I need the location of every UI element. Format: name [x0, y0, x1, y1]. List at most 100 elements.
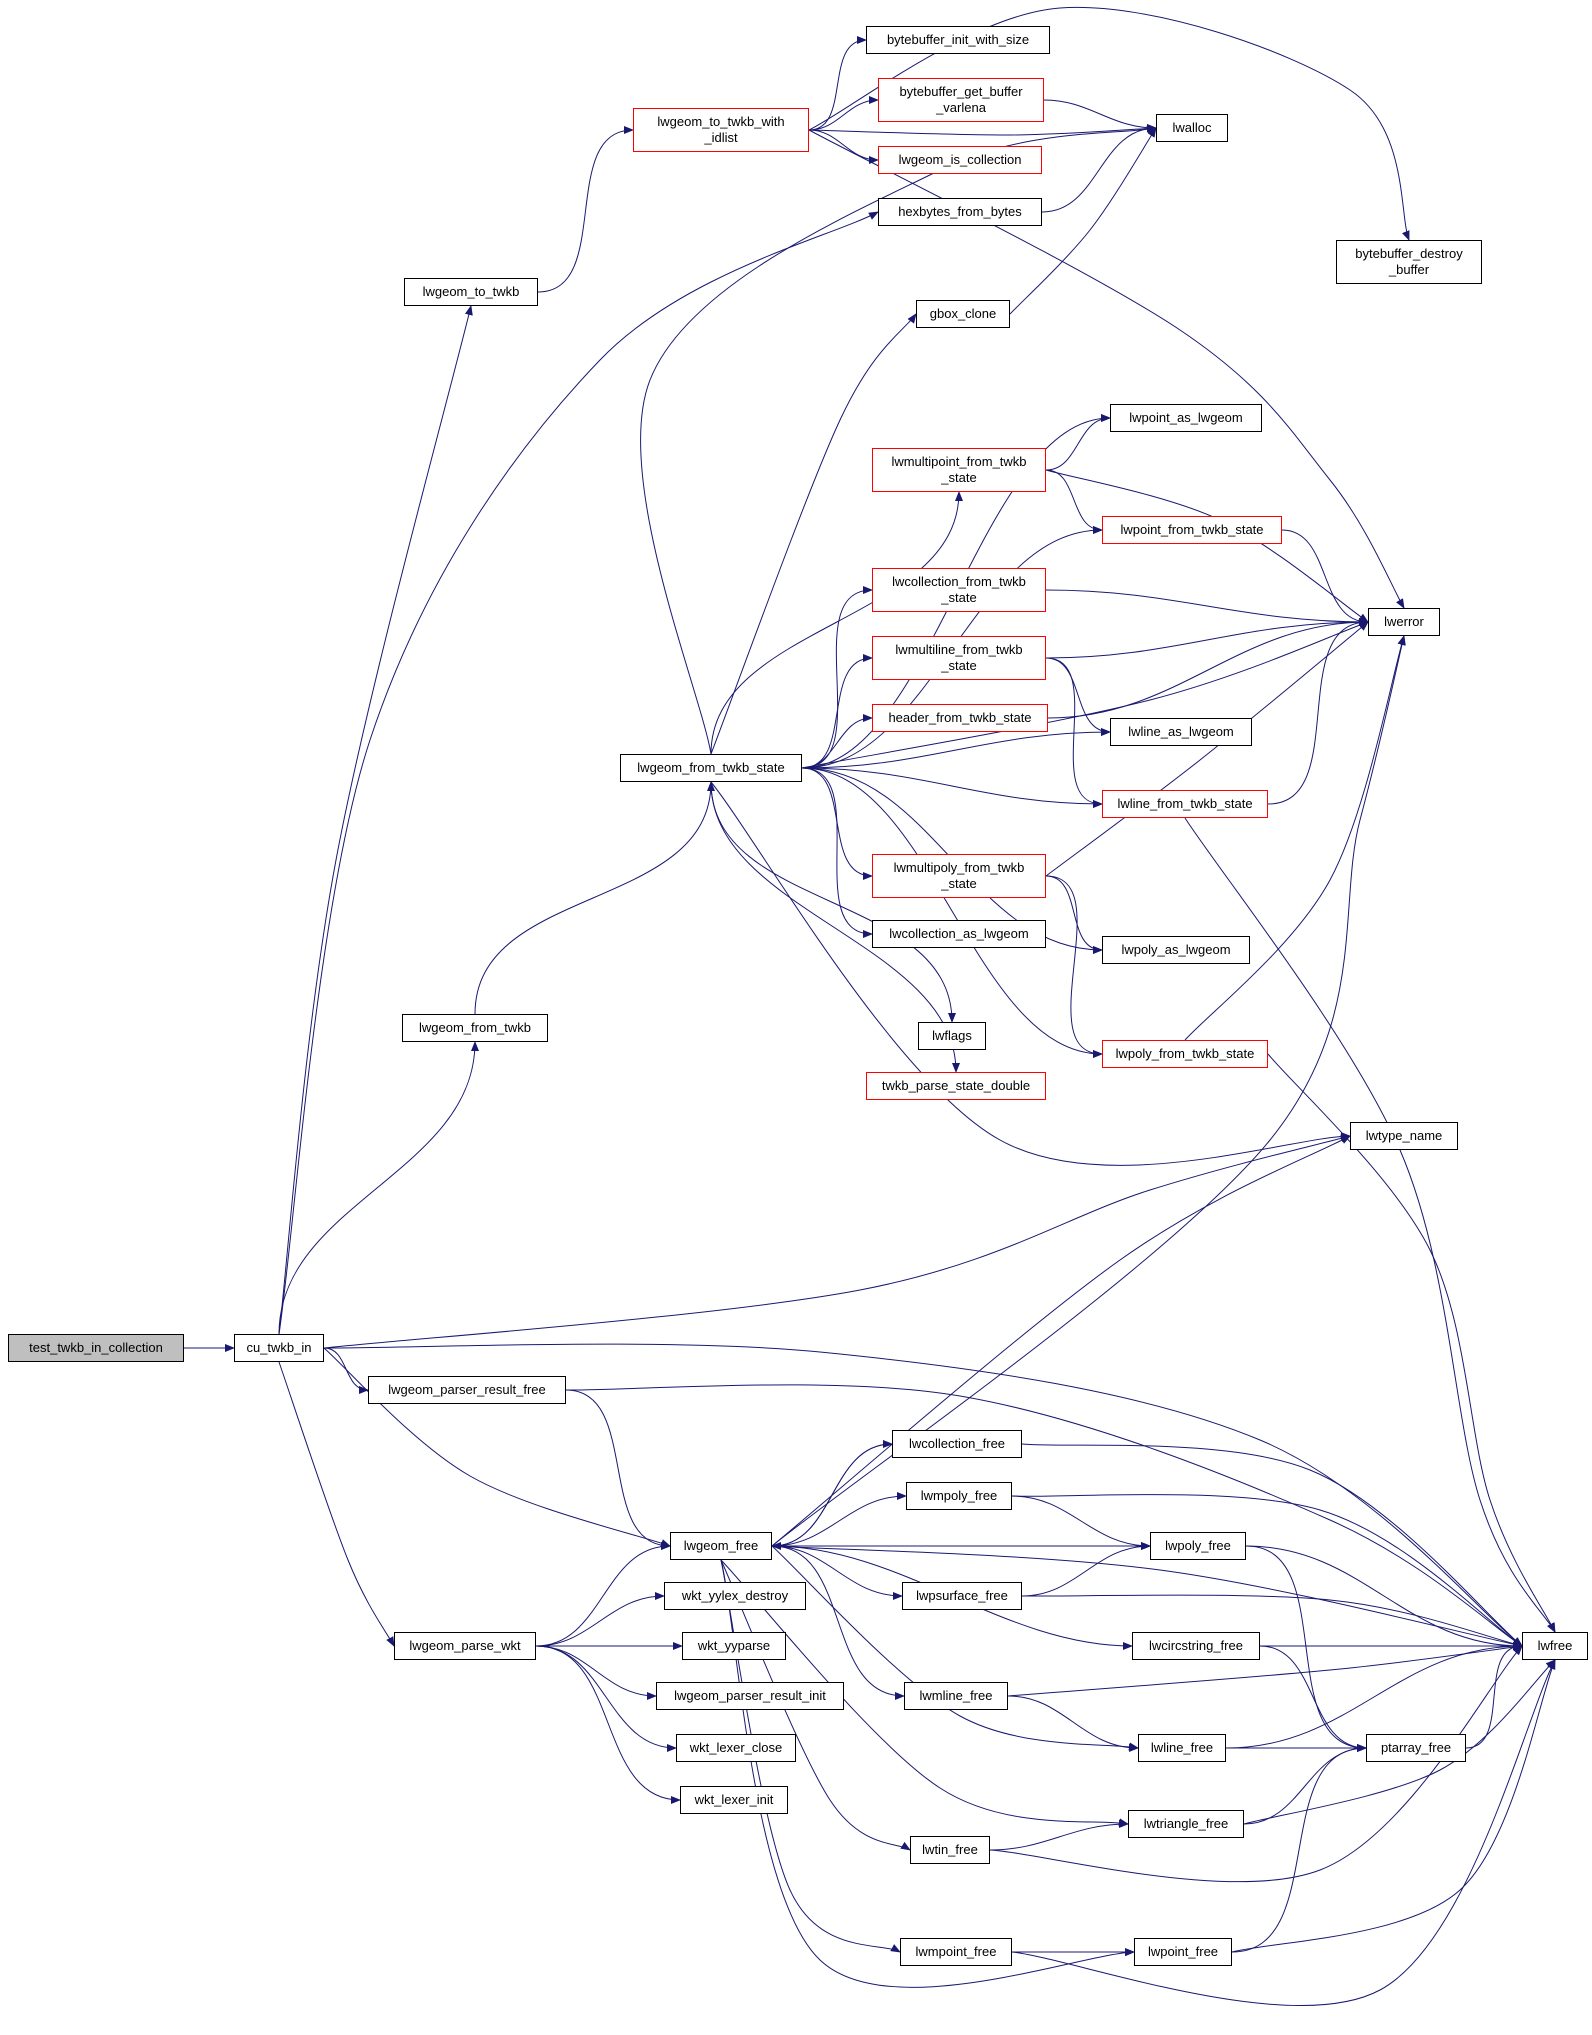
edge-lwgeom_parse_wkt-to-lwgeom_parser_result_init — [535, 1645, 657, 1700]
edge-lwpoly_from_twkb_state-to-lwfree — [1267, 1053, 1556, 1633]
edge-lwmultipoly_from_twkb_state-to-lwpoly_from_twkb_state — [1045, 875, 1103, 1058]
node-lwpoly_from_twkb_state[interactable]: lwpoly_from_twkb_state — [1102, 1040, 1268, 1068]
edge-lwpoint_from_twkb_state-to-lwerror — [1281, 529, 1369, 626]
edge-lwpoly_free-to-lwfree — [1245, 1545, 1523, 1650]
node-lwflags[interactable]: lwflags — [918, 1022, 986, 1050]
edge-cu_twkb_in-to-lwgeom_from_twkb — [278, 1041, 479, 1335]
node-lwcircstring_free[interactable]: lwcircstring_free — [1132, 1632, 1260, 1660]
edge-lwmultiline_from_twkb_state-to-lwerror — [1045, 618, 1369, 659]
node-lwgeom_parser_result_init[interactable]: lwgeom_parser_result_init — [656, 1682, 844, 1710]
node-lwline_from_twkb_state[interactable]: lwline_from_twkb_state — [1102, 790, 1268, 818]
node-lwgeom_to_twkb[interactable]: lwgeom_to_twkb — [404, 278, 538, 306]
node-lwpoint_as_lwgeom[interactable]: lwpoint_as_lwgeom — [1110, 404, 1262, 432]
node-lwpoint_from_twkb_state[interactable]: lwpoint_from_twkb_state — [1102, 516, 1282, 544]
node-lwcollection_as_lwgeom[interactable]: lwcollection_as_lwgeom — [872, 920, 1046, 948]
edge-lwgeom_from_twkb_state-to-lwtype_name — [710, 781, 1351, 1166]
node-lwfree[interactable]: lwfree — [1522, 1632, 1588, 1660]
node-lwerror[interactable]: lwerror — [1368, 608, 1440, 636]
node-lwline_as_lwgeom[interactable]: lwline_as_lwgeom — [1110, 718, 1252, 746]
node-lwgeom_from_twkb[interactable]: lwgeom_from_twkb — [402, 1014, 548, 1042]
node-ptarray_free[interactable]: ptarray_free — [1366, 1734, 1466, 1762]
node-lwmpoly_free[interactable]: lwmpoly_free — [906, 1482, 1012, 1510]
edge-cu_twkb_in-to-lwgeom_parse_wkt — [278, 1361, 395, 1647]
edge-cu_twkb_in-to-lwgeom_to_twkb — [278, 305, 473, 1335]
node-bytebuffer_destroy_buffer[interactable]: bytebuffer_destroy _buffer — [1336, 240, 1482, 284]
edge-lwgeom_to_twkb_with_idlist-to-lwerror — [808, 129, 1405, 609]
node-cu_twkb_in[interactable]: cu_twkb_in — [234, 1334, 324, 1362]
node-lwtin_free[interactable]: lwtin_free — [910, 1836, 990, 1864]
node-twkb_parse_state_double[interactable]: twkb_parse_state_double — [866, 1072, 1046, 1100]
edge-lwgeom_parser_result_free-to-lwgeom_free — [565, 1389, 671, 1550]
node-header_from_twkb_state[interactable]: header_from_twkb_state — [872, 704, 1048, 732]
node-wkt_lexer_init[interactable]: wkt_lexer_init — [680, 1786, 788, 1814]
edge-lwgeom_free-to-lwerror — [771, 635, 1406, 1547]
node-lwmultipoly_from_twkb_state[interactable]: lwmultipoly_from_twkb _state — [872, 854, 1046, 898]
edge-lwmline_free-to-lwline_free — [1007, 1695, 1139, 1752]
node-lwcollection_free[interactable]: lwcollection_free — [892, 1430, 1022, 1458]
edge-gbox_clone-to-lwalloc — [1009, 127, 1157, 315]
node-wkt_yylex_destroy[interactable]: wkt_yylex_destroy — [664, 1582, 806, 1610]
edge-lwmultipoly_from_twkb_state-to-lwerror — [1045, 621, 1369, 877]
edge-lwgeom_from_twkb_state-to-lwline_as_lwgeom — [801, 728, 1111, 769]
node-lwgeom_is_collection[interactable]: lwgeom_is_collection — [878, 146, 1042, 174]
edge-lwmultiline_from_twkb_state-to-lwline_as_lwgeom — [1045, 657, 1111, 736]
node-bytebuffer_get_buffer_varlena[interactable]: bytebuffer_get_buffer _varlena — [878, 78, 1044, 122]
node-lwgeom_free[interactable]: lwgeom_free — [670, 1532, 772, 1560]
edge-lwgeom_from_twkb_state-to-lwflags — [710, 781, 956, 1023]
edge-lwgeom_parse_wkt-to-lwgeom_free — [535, 1542, 671, 1647]
node-lwmultipoint_from_twkb_state[interactable]: lwmultipoint_from_twkb _state — [872, 448, 1046, 492]
edge-lwgeom_from_twkb_state-to-lwerror — [801, 621, 1369, 769]
edge-lwgeom_to_twkb_with_idlist-to-lwalloc — [808, 124, 1157, 136]
node-lwpoint_free[interactable]: lwpoint_free — [1134, 1938, 1232, 1966]
node-bytebuffer_init_with_size[interactable]: bytebuffer_init_with_size — [866, 26, 1050, 54]
node-hexbytes_from_bytes[interactable]: hexbytes_from_bytes — [878, 198, 1042, 226]
node-wkt_yyparse[interactable]: wkt_yyparse — [682, 1632, 786, 1660]
node-lwpoly_free[interactable]: lwpoly_free — [1150, 1532, 1246, 1560]
edge-lwgeom_free-to-lwmline_free — [771, 1545, 905, 1700]
edge-lwtriangle_free-to-ptarray_free — [1243, 1744, 1367, 1825]
node-wkt_lexer_close[interactable]: wkt_lexer_close — [676, 1734, 796, 1762]
node-lwline_free[interactable]: lwline_free — [1138, 1734, 1226, 1762]
edge-lwcollection_free-to-lwfree — [1021, 1443, 1523, 1647]
node-lwmline_free[interactable]: lwmline_free — [904, 1682, 1008, 1710]
edge-lwgeom_free-to-lwmpoly_free — [771, 1492, 907, 1547]
edge-lwpoly_free-to-ptarray_free — [1245, 1545, 1367, 1752]
edge-lwmultipoint_from_twkb_state-to-lwpoint_from_twkb_state — [1045, 469, 1103, 534]
edge-lwpsurface_free-to-lwfree — [1021, 1594, 1523, 1648]
node-lwmpoint_free[interactable]: lwmpoint_free — [900, 1938, 1012, 1966]
edge-lwline_from_twkb_state-to-lwfree — [1184, 817, 1556, 1633]
edge-cu_twkb_in-to-hexbytes_from_bytes — [278, 211, 879, 1335]
edge-lwmpoly_free-to-lwfree — [1011, 1493, 1523, 1647]
edge-lwtin_free-to-lwtriangle_free — [989, 1820, 1129, 1851]
edge-lwgeom_to_twkb_with_idlist-to-lwgeom_is_collection — [808, 129, 879, 164]
node-lwtriangle_free[interactable]: lwtriangle_free — [1128, 1810, 1244, 1838]
edge-lwgeom_parse_wkt-to-wkt_lexer_close — [535, 1645, 677, 1752]
node-lwgeom_parser_result_free[interactable]: lwgeom_parser_result_free — [368, 1376, 566, 1404]
edge-lwpoint_free-to-lwfree — [1231, 1659, 1556, 1953]
node-lwgeom_from_twkb_state[interactable]: lwgeom_from_twkb_state — [620, 754, 802, 782]
node-lwpoly_as_lwgeom[interactable]: lwpoly_as_lwgeom — [1102, 936, 1250, 964]
node-lwpsurface_free[interactable]: lwpsurface_free — [902, 1582, 1022, 1610]
edge-lwmultipoly_from_twkb_state-to-lwpoly_as_lwgeom — [1045, 875, 1103, 954]
node-lwmultiline_from_twkb_state[interactable]: lwmultiline_from_twkb _state — [872, 636, 1046, 680]
edge-lwgeom_free-to-lwline_free — [771, 1545, 1139, 1751]
node-lwtype_name[interactable]: lwtype_name — [1350, 1122, 1458, 1150]
node-gbox_clone[interactable]: gbox_clone — [916, 300, 1010, 328]
node-lwcollection_from_twkb_state[interactable]: lwcollection_from_twkb _state — [872, 568, 1046, 612]
edge-lwtriangle_free-to-lwfree — [1243, 1659, 1556, 1825]
node-lwgeom_parse_wkt[interactable]: lwgeom_parse_wkt — [394, 1632, 536, 1660]
edge-lwgeom_from_twkb_state-to-lwmultipoint_from_twkb_state — [710, 491, 963, 755]
edge-lwmline_free-to-lwfree — [1007, 1643, 1523, 1697]
edge-header_from_twkb_state-to-lwerror — [1047, 618, 1369, 719]
edge-lwgeom_to_twkb-to-lwgeom_to_twkb_with_idlist — [537, 126, 634, 293]
edge-lwgeom_free-to-lwfree — [771, 1545, 1523, 1649]
node-lwgeom_to_twkb_with_idlist[interactable]: lwgeom_to_twkb_with _idlist — [633, 108, 809, 152]
edge-lwgeom_to_twkb_with_idlist-to-bytebuffer_destroy_buffer — [808, 6, 1410, 241]
edge-lwgeom_free-to-lwpsurface_free — [771, 1545, 903, 1600]
edge-lwgeom_from_twkb_state-to-lwcollection_from_twkb_state — [801, 586, 873, 769]
node-lwalloc[interactable]: lwalloc — [1156, 114, 1228, 142]
edge-lwcircstring_free-to-ptarray_free — [1259, 1645, 1367, 1752]
edge-lwgeom_free-to-lwmpoint_free — [720, 1559, 901, 1953]
edge-lwgeom_free-to-lwpoint_free — [720, 1559, 1135, 1988]
